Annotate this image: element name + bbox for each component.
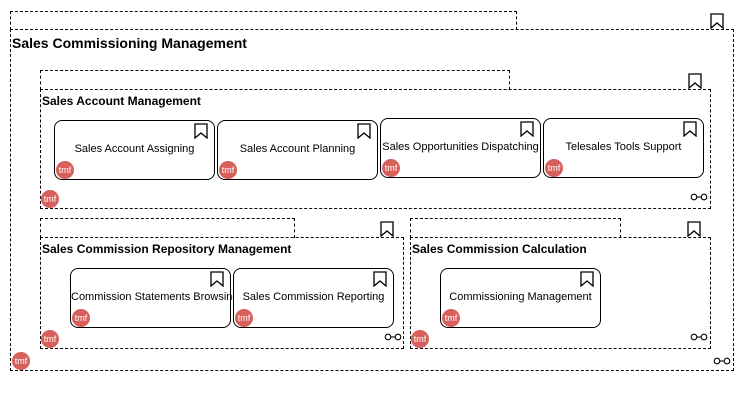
group-title: Sales Commission Repository Management [42,242,292,256]
function-commissioning-management[interactable]: Commissioning Management tmf [440,268,601,328]
function-sales-account-assigning[interactable]: Sales Account Assigning tmf [54,120,215,180]
bookmark-icon [710,13,724,29]
function-sales-opportunities-dispatching[interactable]: Sales Opportunities Dispatching tmf [380,118,541,178]
function-label: Sales Commission Reporting [242,291,385,303]
function-label: Commissioning Management [449,291,592,303]
tmf-badge: tmf [382,159,400,177]
bookmark-icon [194,123,208,139]
function-label: Sales Account Planning [239,143,356,155]
root-container[interactable] [10,29,734,371]
tmf-badge: tmf [411,330,429,348]
tmf-badge: tmf [41,330,59,348]
group-sales-commission-calculation-tab [410,218,621,238]
tmf-badge: tmf [72,309,90,327]
link-icon [690,193,708,201]
bookmark-icon [520,121,534,137]
function-telesales-tools-support[interactable]: Telesales Tools Support tmf [543,118,704,178]
tmf-badge: tmf [56,161,74,179]
link-icon [713,357,731,365]
function-sales-commission-reporting[interactable]: Sales Commission Reporting tmf [233,268,394,328]
tmf-badge: tmf [41,190,59,208]
group-sales-commission-calculation[interactable] [410,237,711,349]
bookmark-icon [683,121,697,137]
group-sales-account-management[interactable] [40,89,711,209]
function-label: Sales Account Assigning [74,143,195,155]
group-sales-commission-repository-management[interactable] [40,237,404,349]
link-icon [690,333,708,341]
tmf-badge: tmf [545,159,563,177]
function-label: Telesales Tools Support [565,141,682,153]
bookmark-icon [357,123,371,139]
bookmark-icon [688,73,702,89]
bookmark-icon [373,271,387,287]
group-sales-account-management-tab [40,70,510,90]
link-icon [384,333,402,341]
group-title: Sales Account Management [42,94,201,108]
bookmark-icon [380,221,394,237]
function-label: Sales Opportunities Dispatching [382,141,539,153]
root-tmf-badge-clip: tmf [12,352,32,370]
group-sales-commission-repository-management-tab [40,218,295,238]
tmf-badge: tmf [442,309,460,327]
group-title: Sales Commission Calculation [412,242,587,256]
function-commission-statements-browsing[interactable]: Commission Statements Browsing tmf [70,268,239,328]
function-label: Commission Statements Browsing [71,291,239,303]
function-sales-account-planning[interactable]: Sales Account Planning tmf [217,120,378,180]
bookmark-icon [687,221,701,237]
tmf-badge: tmf [12,352,30,370]
bookmark-icon [580,271,594,287]
tmf-badge: tmf [235,309,253,327]
root-tab [10,11,517,30]
root-title: Sales Commissioning Management [12,35,247,51]
tmf-badge: tmf [219,161,237,179]
bookmark-icon [210,271,224,287]
